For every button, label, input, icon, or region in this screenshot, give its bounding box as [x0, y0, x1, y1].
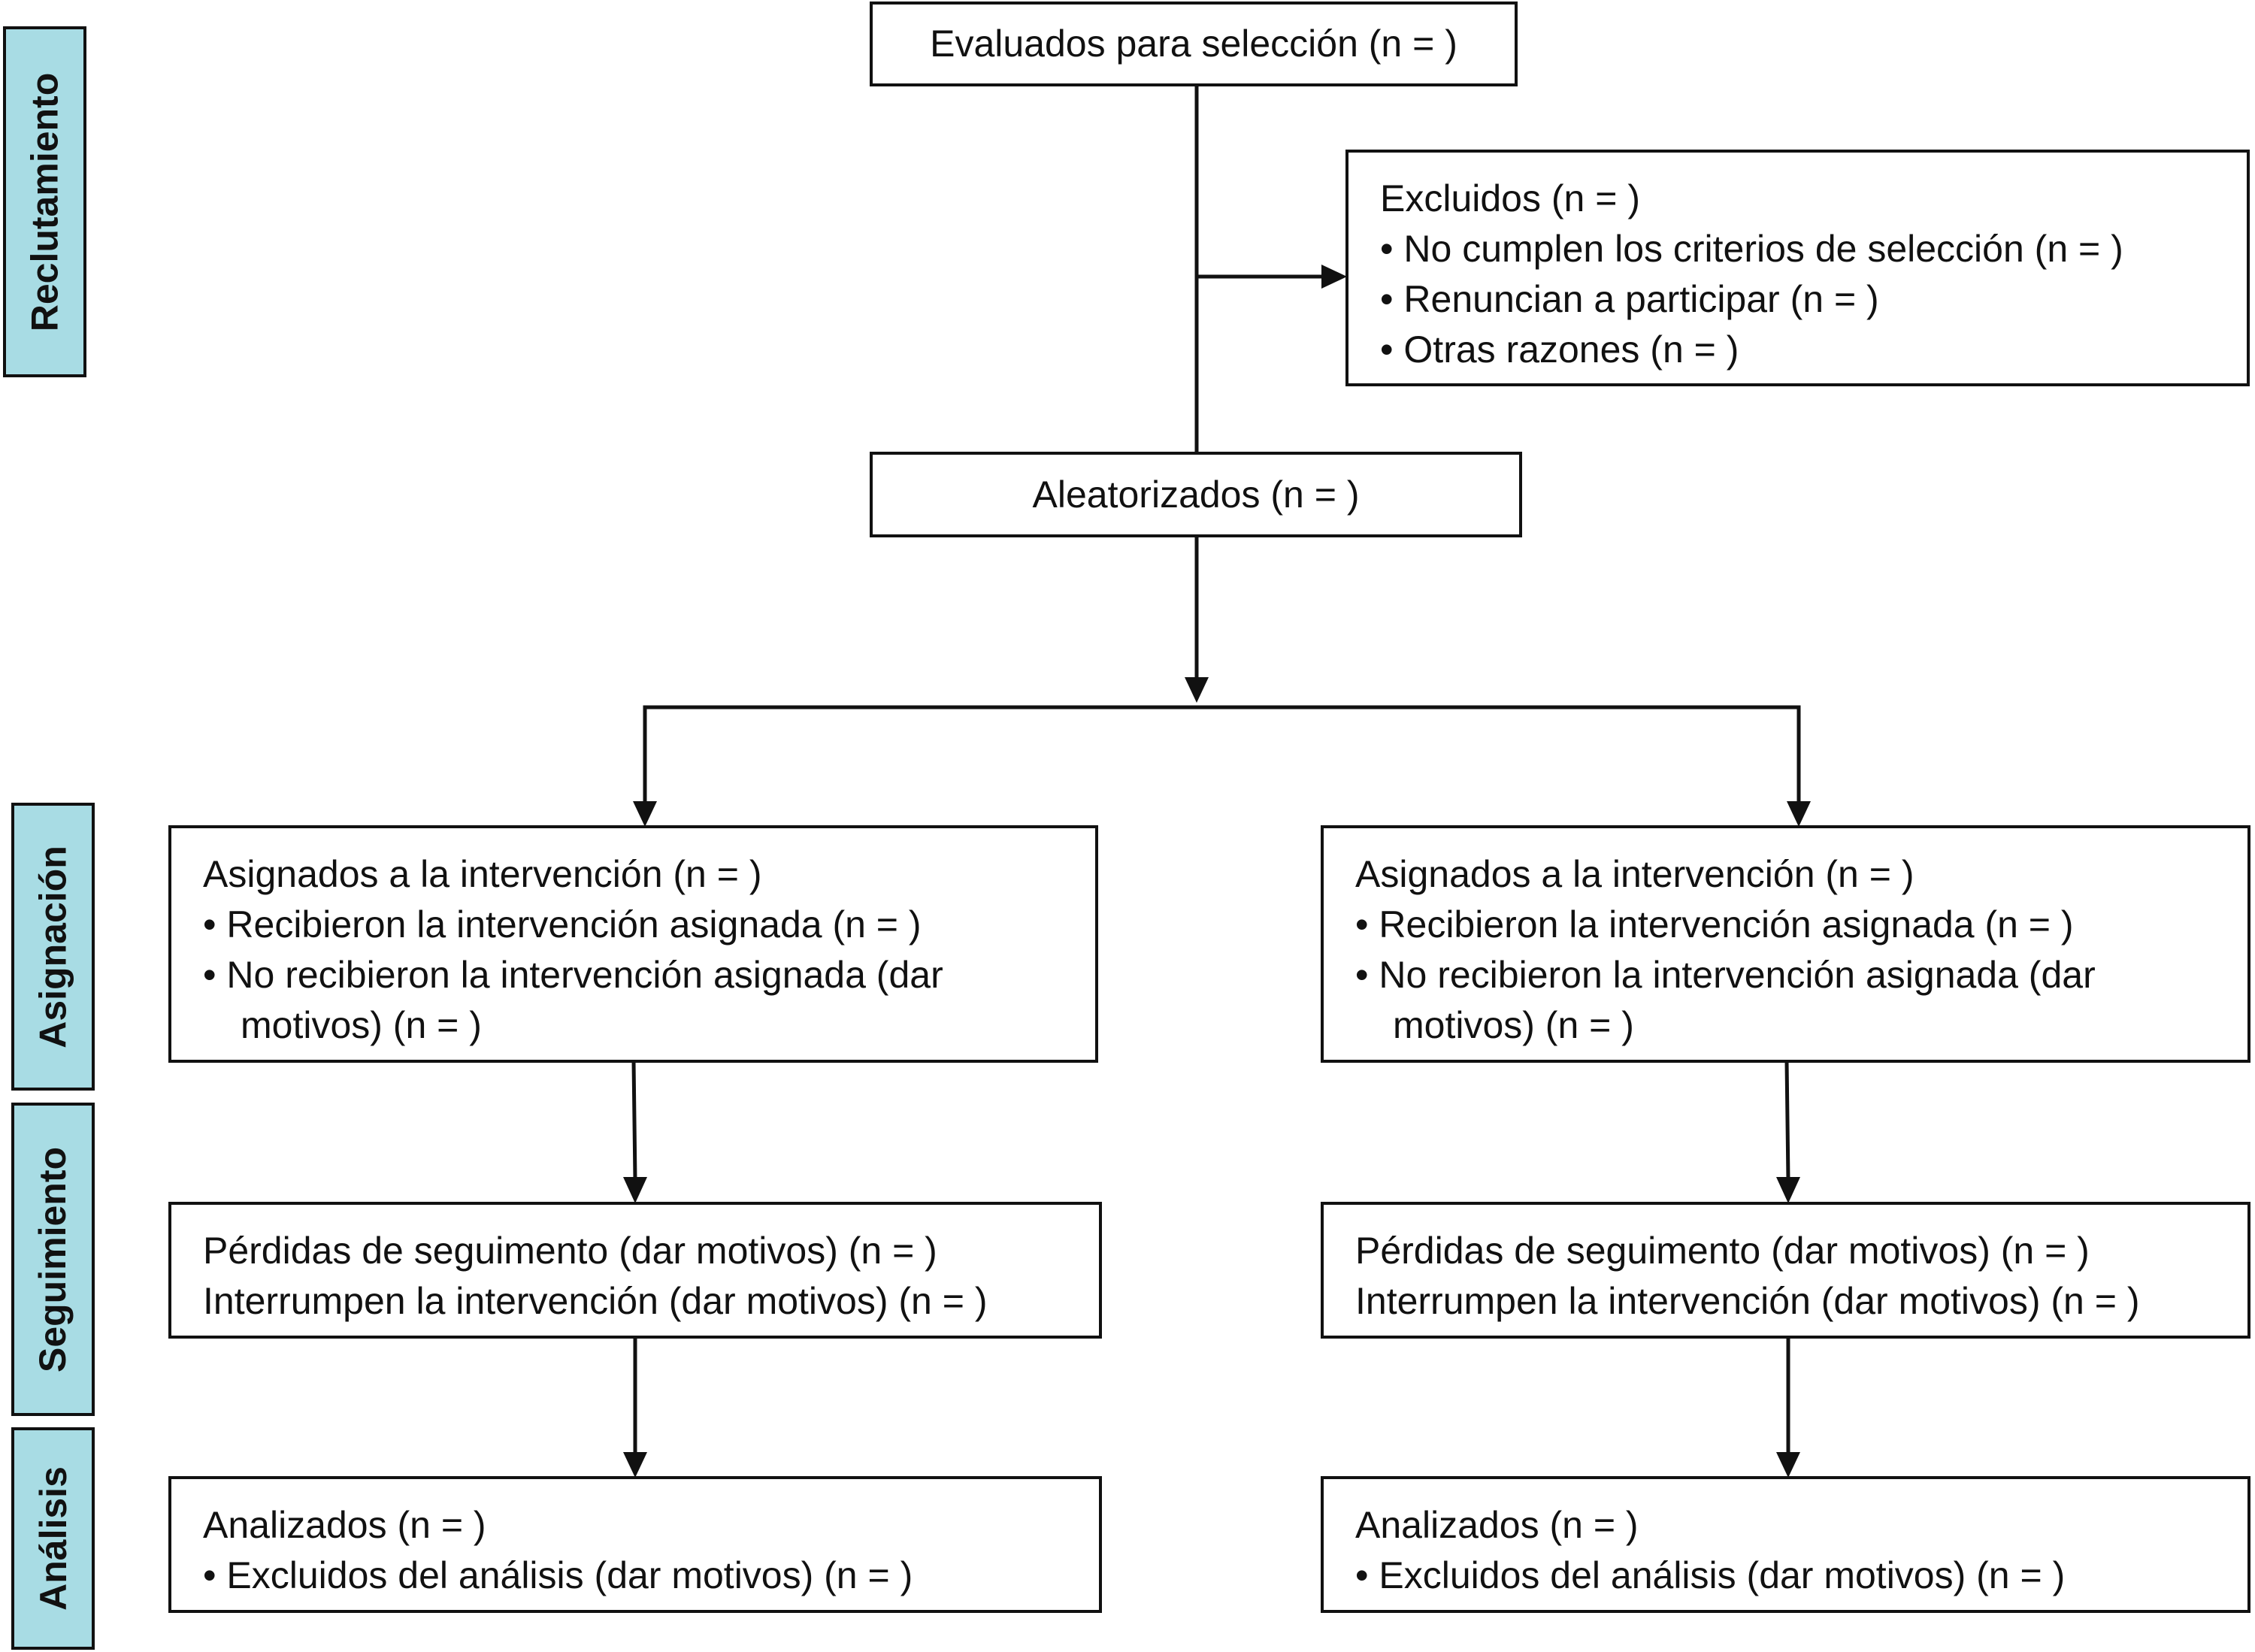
allocated-text: Asignados a la intervención (n = )	[1355, 853, 1914, 895]
allocation-box-left: Asignados a la intervención (n = ) Recib…	[168, 825, 1098, 1063]
arrowhead-right-analysis	[1776, 1452, 1800, 1478]
phase-text-allocation: Asignación	[32, 845, 74, 1048]
excluded-title: Excluidos (n = )	[1380, 177, 1640, 219]
arrowhead-right-followup	[1776, 1177, 1800, 1203]
randomized-text: Aleatorizados (n = )	[1032, 473, 1360, 516]
not-received-continuation: motivos) (n = )	[241, 1004, 482, 1046]
excluded-analysis-text: Excluidos del análisis (dar motivos) (n …	[1355, 1551, 2247, 1601]
phase-label-allocation: Asignación	[11, 803, 95, 1091]
discontinued-text: Interrumpen la intervención (dar motivos…	[1355, 1280, 2140, 1322]
not-received-continuation: motivos) (n = )	[1393, 1004, 1634, 1046]
phase-text-recruitment: Reclutamiento	[23, 72, 66, 331]
received-text: Recibieron la intervención asignada (n =…	[1355, 900, 2247, 950]
received-text: Recibieron la intervención asignada (n =…	[203, 900, 1095, 950]
assessed-text: Evaluados para selección (n = )	[930, 23, 1457, 65]
lost-text: Pérdidas de seguimento (dar motivos) (n …	[203, 1230, 937, 1272]
lost-text: Pérdidas de seguimento (dar motivos) (n …	[1355, 1230, 2090, 1272]
connector-split-branches	[643, 705, 1801, 805]
phase-label-recruitment: Reclutamiento	[3, 26, 86, 377]
allocated-text: Asignados a la intervención (n = )	[203, 853, 762, 895]
follow-up-box-left: Pérdidas de seguimento (dar motivos) (n …	[168, 1202, 1102, 1339]
arrowhead-left-analysis	[623, 1452, 647, 1478]
analysed-text: Analizados (n = )	[1355, 1504, 1639, 1546]
assessed-box: Evaluados para selección (n = )	[870, 2, 1518, 86]
discontinued-text: Interrumpen la intervención (dar motivos…	[203, 1280, 988, 1322]
phase-label-follow-up: Seguimiento	[11, 1103, 95, 1416]
follow-up-box-right: Pérdidas de seguimento (dar motivos) (n …	[1321, 1202, 2250, 1339]
connector-left-allocation-followup	[631, 1060, 637, 1181]
analysed-text: Analizados (n = )	[203, 1504, 486, 1546]
analysis-box-right: Analizados (n = ) Excluidos del análisis…	[1321, 1476, 2250, 1613]
excluded-item: Renuncian a participar (n = )	[1380, 274, 2247, 325]
arrowhead-right-allocation	[1787, 801, 1811, 827]
not-received-text: No recibieron la intervención asignada (…	[203, 950, 1095, 1000]
analysis-box-left: Analizados (n = ) Excluidos del análisis…	[168, 1476, 1102, 1613]
randomized-box: Aleatorizados (n = )	[870, 452, 1522, 537]
phase-text-analysis: Análisis	[32, 1466, 74, 1611]
connector-right-allocation-followup	[1784, 1060, 1790, 1181]
excluded-analysis-text: Excluidos del análisis (dar motivos) (n …	[203, 1551, 1099, 1601]
arrowhead-excluded	[1321, 265, 1347, 289]
arrowhead-left-followup	[623, 1177, 647, 1203]
excluded-box: Excluidos (n = ) No cumplen los criterio…	[1345, 150, 2250, 386]
not-received-text: No recibieron la intervención asignada (…	[1355, 950, 2247, 1000]
phase-text-follow-up: Seguimiento	[32, 1146, 74, 1372]
arrowhead-left-allocation	[633, 801, 657, 827]
phase-label-analysis: Análisis	[11, 1427, 95, 1650]
excluded-item: Otras razones (n = )	[1380, 325, 2247, 375]
excluded-item: No cumplen los criterios de selección (n…	[1380, 224, 2247, 274]
arrowhead-randomized	[1185, 677, 1209, 703]
allocation-box-right: Asignados a la intervención (n = ) Recib…	[1321, 825, 2250, 1063]
